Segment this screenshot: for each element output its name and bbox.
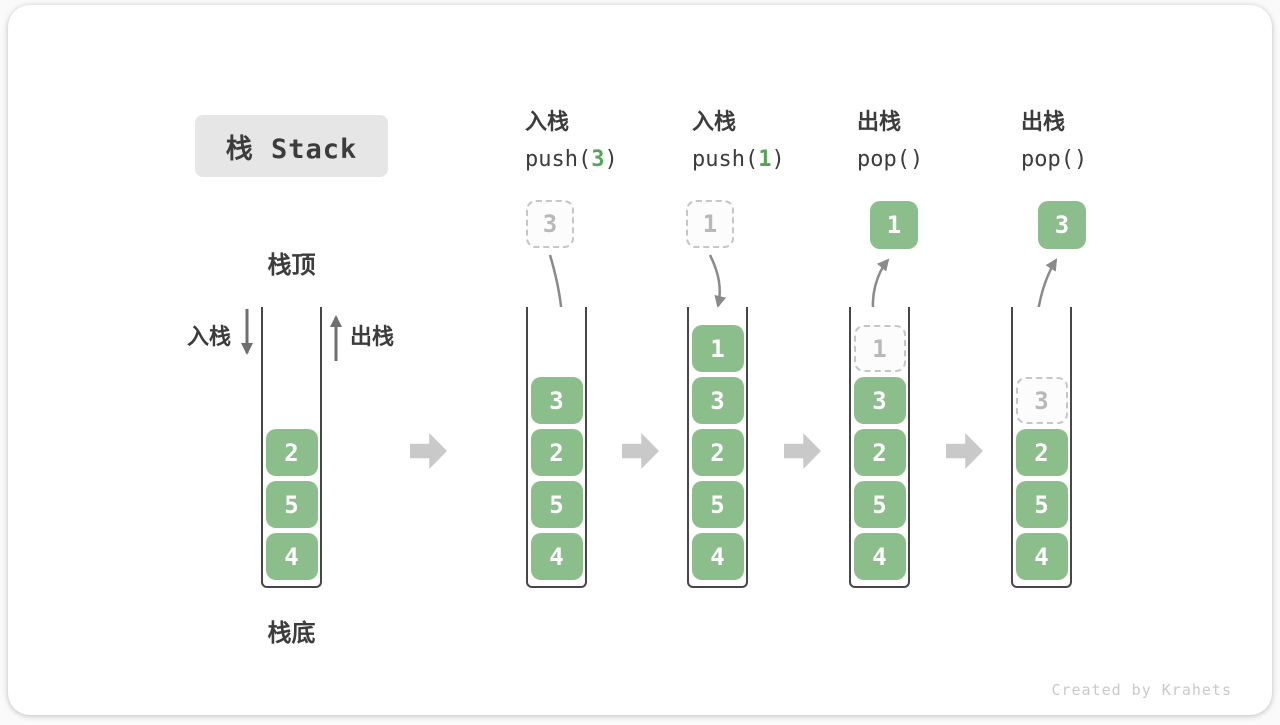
stack-element: 4 [265,533,318,580]
stack-element: 5 [853,481,906,528]
code-arg: 1 [758,147,772,172]
floating-value-pop-1: 1 [870,201,918,249]
op-label: 入栈 [692,109,737,134]
stack-bottom-label: 栈底 [267,620,316,647]
step-arrow-icon [622,433,659,469]
stack-element: 4 [530,533,583,580]
stack-element-ghost: 1 [853,325,906,372]
stack-container-initial: 2 5 4 [261,307,322,588]
code-pre: push( [692,147,759,172]
step-arrow-icon [946,433,983,469]
op-code: pop() [857,146,923,174]
stack-element: 5 [1015,481,1068,528]
stack-element: 2 [853,429,906,476]
stack-element: 2 [265,429,318,476]
title-text: 栈 Stack [225,133,358,165]
floating-value-pop-3: 3 [1038,201,1086,249]
code-arg: 3 [591,147,605,172]
stack-element: 2 [691,429,744,476]
op-code: push(3) [525,146,618,174]
code-pre: pop() [857,147,924,172]
stack-element: 5 [265,481,318,528]
diagram-card: 栈 Stack 入栈 push(3) 入栈 push(1) 出栈 pop() 出… [8,5,1272,715]
code-pre: pop() [1021,147,1088,172]
stack-element: 5 [530,481,583,528]
code-post: ) [771,147,785,172]
step-arrow-icon [410,433,447,469]
stack-container-after-push-3: 3 2 5 4 [526,307,587,588]
floating-value-push-3: 3 [526,200,574,248]
stack-element: 2 [1015,429,1068,476]
stack-element: 3 [530,377,583,424]
floating-value-push-1: 1 [686,200,734,248]
stack-container-after-pop-1: 1 3 2 5 4 [849,307,910,588]
code-post: ) [604,147,618,172]
op-header-push-3: 入栈 push(3) [525,109,618,174]
stack-element: 4 [691,533,744,580]
stack-element: 3 [853,377,906,424]
watermark: Created by Krahets [1051,681,1232,699]
op-header-pop-3: 出栈 pop() [1021,109,1087,174]
op-code: pop() [1021,146,1087,174]
stack-element: 3 [691,377,744,424]
stack-element: 1 [691,325,744,372]
pop-direction-label: 出栈 [350,324,395,349]
op-label: 出栈 [857,109,902,134]
title-badge: 栈 Stack [195,115,388,177]
stack-element: 5 [691,481,744,528]
stack-element: 2 [530,429,583,476]
op-header-pop-1: 出栈 pop() [857,109,923,174]
arrows-layer [241,254,1058,365]
push-direction-label: 入栈 [186,324,231,349]
op-label: 出栈 [1021,109,1066,134]
op-label: 入栈 [525,109,570,134]
op-code: push(1) [692,146,785,174]
code-pre: push( [525,147,592,172]
stack-container-after-pop-3: 3 2 5 4 [1011,307,1072,588]
op-header-push-1: 入栈 push(1) [692,109,785,174]
stack-element: 4 [853,533,906,580]
stack-top-label: 栈顶 [267,252,316,279]
step-arrow-icon [784,433,821,469]
stack-element-ghost: 3 [1015,377,1068,424]
push-1-arrow [708,254,727,308]
stack-element: 4 [1015,533,1068,580]
stack-container-after-push-1: 1 3 2 5 4 [687,307,748,588]
